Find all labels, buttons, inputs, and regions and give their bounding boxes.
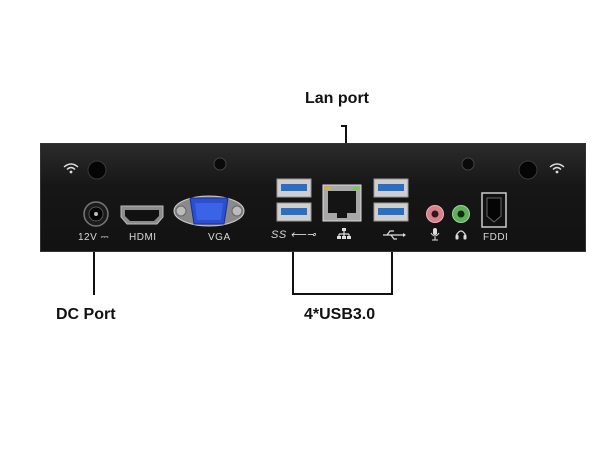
optical-fddi-port [481, 192, 507, 228]
microphone-jack [426, 205, 444, 223]
hdmi-port [120, 205, 164, 225]
screw-hole [518, 160, 538, 180]
network-icon [337, 228, 351, 239]
usb3-port-lower-right [373, 202, 409, 222]
usb-symbol-icon [383, 230, 406, 240]
usb-leader-left [292, 230, 294, 294]
headphone-icon [455, 230, 467, 240]
usb-callout: 4*USB3.0 [304, 306, 376, 323]
lan-leader-horizontal [341, 125, 347, 127]
usb-superspeed-label: SS ⟵⊸ [271, 229, 317, 241]
fddi-label: FDDI [483, 232, 509, 243]
device-back-panel: 12V ⎓ HDMI VGA SS ⟵⊸ [40, 143, 586, 252]
dc-power-jack [83, 201, 109, 227]
screw-hole [87, 160, 107, 180]
headphone-jack [452, 205, 470, 223]
usb-leader-bottom [292, 293, 393, 295]
hdmi-label: HDMI [129, 232, 157, 243]
screw-hole [461, 157, 475, 171]
vga-label: VGA [208, 232, 231, 243]
screw-hole [213, 157, 227, 171]
vga-port [173, 195, 245, 227]
wifi-antenna-icon [549, 163, 565, 174]
usb3-port-upper-right [373, 178, 409, 198]
lan-rj45-port [322, 184, 362, 222]
usb-leader-right [391, 230, 393, 294]
lan-port-callout: Lan port [305, 90, 369, 107]
dc-leader-line [93, 230, 95, 295]
wifi-antenna-icon [63, 163, 79, 174]
dc-port-label: 12V ⎓ [78, 232, 110, 243]
dc-port-callout: DC Port [56, 306, 116, 323]
usb3-port-upper-left [276, 178, 312, 198]
usb3-port-lower-left [276, 202, 312, 222]
microphone-icon [430, 228, 440, 241]
